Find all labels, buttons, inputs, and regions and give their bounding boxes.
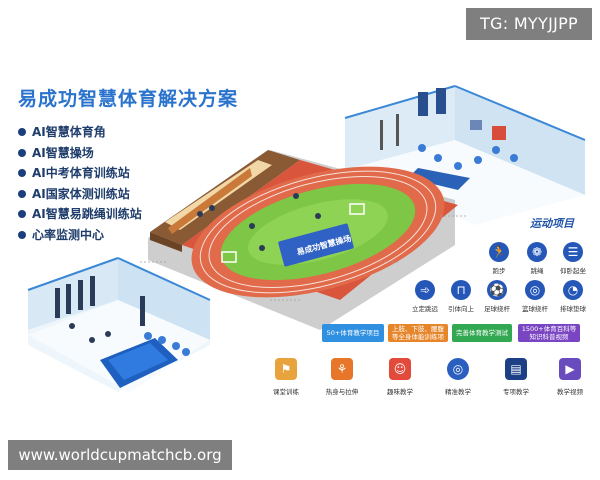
volleyball-icon: ◔ <box>563 280 583 300</box>
page-title: 易成功智慧体育解决方案 <box>18 88 239 110</box>
running-icon: 🏃 <box>489 242 509 262</box>
target-icon: ◎ <box>447 358 469 380</box>
watermark-top: TG: MYYJJPP <box>466 8 592 40</box>
sport-item: ◔ 排球垫球 <box>552 280 594 313</box>
sport-item: 🏃 跑步 <box>478 242 520 275</box>
bullet-icon <box>18 210 26 218</box>
jump-rope-icon: ❁ <box>527 242 547 262</box>
feature-item: ▶ 教学视频 <box>540 358 600 396</box>
watermark-bottom: www.worldcupmatchcb.org <box>8 440 232 470</box>
bullet-icon <box>18 148 26 157</box>
bullet-icon <box>18 189 26 198</box>
sport-item: ◎ 篮球绕杆 <box>514 280 556 313</box>
pullup-icon: ⊓ <box>451 280 471 300</box>
sport-item: ❁ 跳绳 <box>516 242 558 275</box>
sport-item: ⚽ 足球绕杆 <box>476 280 518 313</box>
sport-item: ⊓ 引体向上 <box>440 280 482 313</box>
feature-item: ◎ 精准教学 <box>428 358 488 396</box>
feature-item: ⚘ 热身与拉伸 <box>312 358 372 396</box>
bullet-icon <box>18 128 26 136</box>
feature-item: ▤ 专项教学 <box>486 358 546 396</box>
list-item: AI国家体测训练站 <box>18 184 142 205</box>
video-icon: ▶ <box>559 358 581 380</box>
bottom-left-room <box>27 257 211 392</box>
bullet-icon <box>18 230 26 239</box>
list-item: AI智慧体育角 <box>18 122 142 143</box>
stretch-icon: ⚘ <box>331 358 353 380</box>
board-icon: ▤ <box>505 358 527 380</box>
basketball-icon: ◎ <box>525 280 545 300</box>
fun-teaching-icon: ☺ <box>389 358 411 380</box>
long-jump-icon: ➾ <box>415 280 435 300</box>
sport-item: ☰ 仰卧起坐 <box>552 242 594 275</box>
list-item: AI智慧易跳绳训练站 <box>18 204 142 225</box>
class-training-icon: ⚑ <box>275 358 297 380</box>
sports-title: 运动项目 <box>530 217 574 230</box>
feature-item: ☺ 趣味教学 <box>370 358 430 396</box>
football-icon: ⚽ <box>487 280 507 300</box>
info-box: 1500+体育百科等知识科普视频 <box>518 324 580 342</box>
info-box: 50+体育教学项目 <box>322 324 384 342</box>
info-box: 完善体育教学测试体系 <box>452 324 512 342</box>
solution-list: AI智慧体育角 AI智慧操场 AI中考体育训练站 AI国家体测训练站 AI智慧易… <box>18 122 142 245</box>
list-item: 心率监测中心 <box>18 225 142 246</box>
sport-item: ➾ 立定跳远 <box>404 280 446 313</box>
bullet-icon <box>18 169 26 177</box>
info-box: 上肢、下肢、腰腹等全身体能训练项目 <box>388 324 448 342</box>
list-item: AI中考体育训练站 <box>18 163 142 184</box>
feature-item: ⚑ 课堂训练 <box>256 358 316 396</box>
stadium <box>148 150 458 330</box>
list-item: AI智慧操场 <box>18 143 142 164</box>
situp-icon: ☰ <box>563 242 583 262</box>
